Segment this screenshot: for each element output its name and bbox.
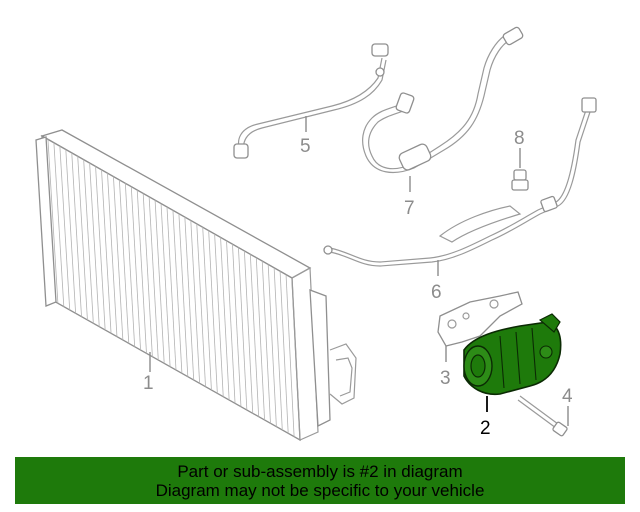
callout-8[interactable]: 8 (514, 128, 525, 149)
condenser-fin-line (273, 267, 283, 431)
condenser-fin-line (249, 254, 260, 417)
callout-6[interactable]: 6 (431, 282, 442, 303)
condenser-fin-line (71, 152, 82, 317)
condenser-fin-line (255, 257, 265, 421)
refrigerant-line-part-6[interactable] (323, 97, 597, 267)
condenser-fin-line (178, 213, 189, 377)
condenser-fin-line (190, 220, 201, 384)
callout-3[interactable]: 3 (440, 368, 451, 389)
condenser-fin-line (154, 200, 165, 364)
callout-5[interactable]: 5 (300, 136, 311, 157)
condenser-fin-line (184, 217, 195, 381)
condenser-fin-line (130, 186, 141, 351)
condenser-fin-line (214, 234, 224, 397)
callout-7[interactable]: 7 (404, 198, 415, 219)
condenser-fin-line (243, 250, 254, 414)
condenser-fin-line (220, 237, 230, 401)
condenser-fin-line (208, 230, 218, 394)
condenser-fin-line (148, 196, 159, 361)
condenser-fin-line (238, 247, 248, 411)
condenser-fins (47, 139, 295, 437)
condenser-fin-line (101, 169, 112, 334)
condenser-fin-line (285, 274, 295, 437)
condenser-fin-line (53, 142, 65, 307)
condenser-fin-line (142, 193, 153, 357)
condenser-fin-line (77, 156, 88, 321)
ac-compressor-part-2[interactable] (463, 313, 562, 396)
parts-diagram: 1 2 3 4 5 6 7 8 (35, 26, 597, 442)
condenser-fin-line (232, 244, 242, 407)
condenser-part-1[interactable] (35, 129, 357, 442)
condenser-fin-line (279, 271, 289, 434)
banner-line-1: Part or sub-assembly is #2 in diagram (177, 461, 463, 481)
condenser-fin-line (166, 206, 177, 371)
condenser-fin-line (65, 149, 77, 314)
info-banner: Part or sub-assembly is #2 in diagram Di… (15, 457, 625, 504)
condenser-fin-line (267, 264, 277, 427)
condenser-fin-line (59, 146, 71, 311)
condenser-fin-line (172, 210, 183, 374)
condenser-fin-line (118, 179, 130, 344)
condenser-fin-line (124, 183, 136, 347)
condenser-fin-line (136, 190, 147, 354)
condenser-fin-line (196, 223, 206, 387)
condenser-fin-line (89, 163, 100, 327)
condenser-fin-line (95, 166, 106, 331)
callout-2[interactable]: 2 (480, 418, 491, 439)
mounting-bolt-part-4[interactable] (517, 395, 568, 437)
condenser-fin-line (226, 240, 236, 404)
refrigerant-line-part-5[interactable] (233, 43, 389, 159)
condenser-fin-line (160, 203, 171, 367)
pressure-switch-part-8[interactable] (511, 169, 529, 191)
refrigerant-line-part-7[interactable] (362, 26, 524, 174)
condenser-fin-line (202, 227, 212, 391)
condenser-fin-line (83, 159, 94, 324)
condenser-fin-line (47, 139, 59, 304)
condenser-fin-line (113, 176, 124, 341)
banner-line-2: Diagram may not be specific to your vehi… (155, 480, 485, 500)
callout-1[interactable]: 1 (143, 373, 154, 394)
condenser-fin-line (107, 173, 118, 337)
callout-4[interactable]: 4 (562, 386, 573, 407)
condenser-fin-line (261, 261, 271, 424)
compressor-bracket-part-3[interactable] (437, 291, 523, 347)
